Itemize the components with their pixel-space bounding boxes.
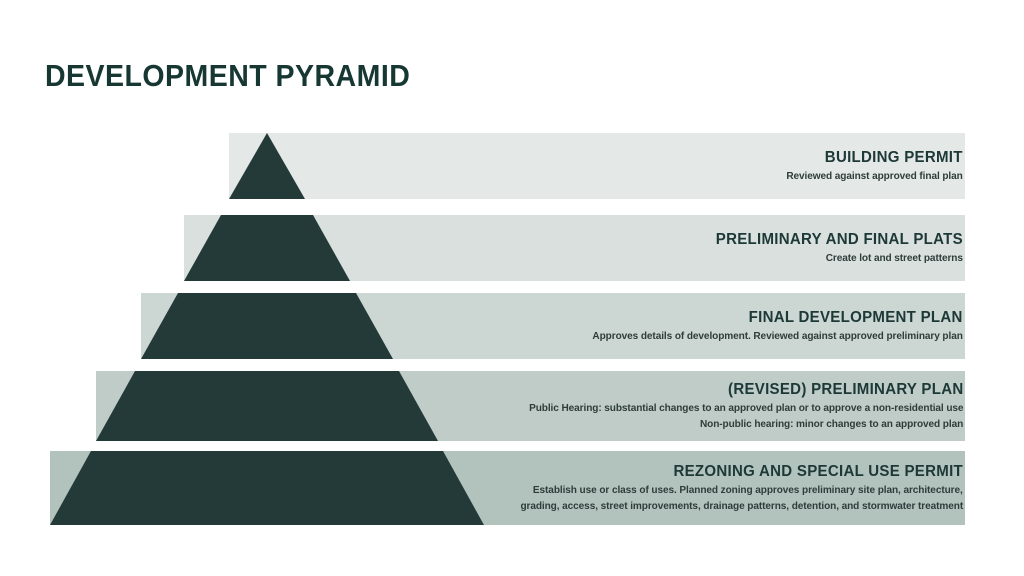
pyramid-segment-2 — [184, 215, 350, 281]
band-1-background — [229, 133, 965, 199]
band-subtitle: Create lot and street patterns — [825, 252, 963, 264]
pyramid-segment-4 — [96, 371, 438, 441]
band-rezoning-and-special-use-permit: REZONING AND SPECIAL USE PERMIT Establis… — [0, 451, 965, 525]
band-subtitle: Approves details of development. Reviewe… — [592, 330, 963, 342]
band-preliminary-and-final-plats: PRELIMINARY AND FINAL PLATS Create lot a… — [0, 215, 965, 281]
page-title: DEVELOPMENT PYRAMID — [45, 58, 411, 93]
band-title: FINAL DEVELOPMENT PLAN — [749, 309, 963, 326]
band-subtitle: Public Hearing: substantial changes to a… — [528, 402, 963, 414]
band-title: (REVISED) PRELIMINARY PLAN — [727, 381, 963, 398]
band-subtitle: Non-public hearing: minor changes to an … — [699, 418, 963, 430]
pyramid-segment-3 — [141, 293, 393, 359]
band-title: REZONING AND SPECIAL USE PERMIT — [673, 463, 963, 480]
band-title: PRELIMINARY AND FINAL PLATS — [715, 231, 963, 248]
band-subtitle: Reviewed against approved final plan — [786, 170, 963, 182]
band-subtitle: Establish use or class of uses. Planned … — [533, 484, 963, 496]
pyramid-segment-1 — [229, 133, 305, 199]
band-building-permit: BUILDING PERMIT Reviewed against approve… — [0, 133, 965, 199]
band-subtitle: grading, access, street improvements, dr… — [520, 500, 963, 512]
band-final-development-plan: FINAL DEVELOPMENT PLAN Approves details … — [0, 293, 965, 359]
band-revised-preliminary-plan: (REVISED) PRELIMINARY PLAN Public Hearin… — [0, 371, 965, 441]
pyramid-segment-5 — [50, 451, 484, 525]
band-title: BUILDING PERMIT — [825, 149, 963, 166]
